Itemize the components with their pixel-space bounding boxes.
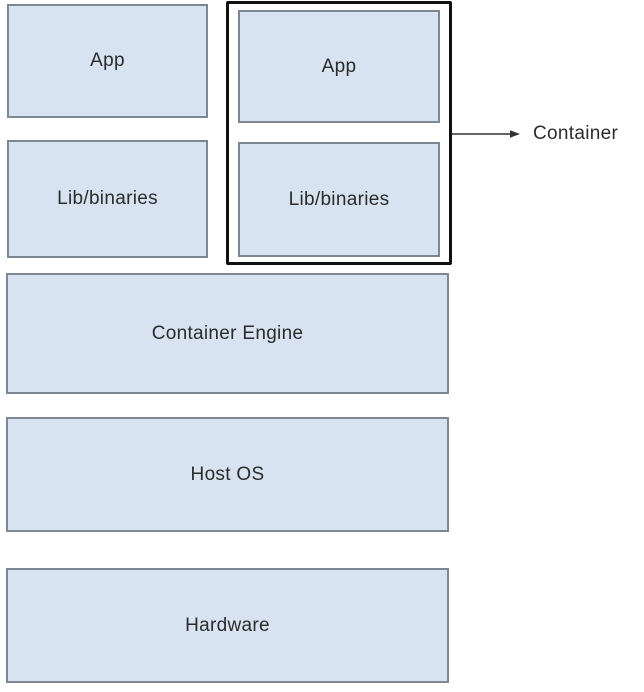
host-os-layer: Host OS (6, 417, 449, 532)
lib-binaries-box-in-container: Lib/binaries (238, 142, 440, 257)
container-annotation-label: Container (533, 123, 619, 144)
app-box-in-container: App (238, 10, 440, 123)
app-box-left: App (7, 4, 208, 118)
container-group-outline (226, 1, 452, 265)
hardware-layer: Hardware (6, 568, 449, 683)
container-engine-layer: Container Engine (6, 273, 449, 394)
container-arrow (452, 130, 520, 138)
lib-binaries-box-left: Lib/binaries (7, 140, 208, 258)
